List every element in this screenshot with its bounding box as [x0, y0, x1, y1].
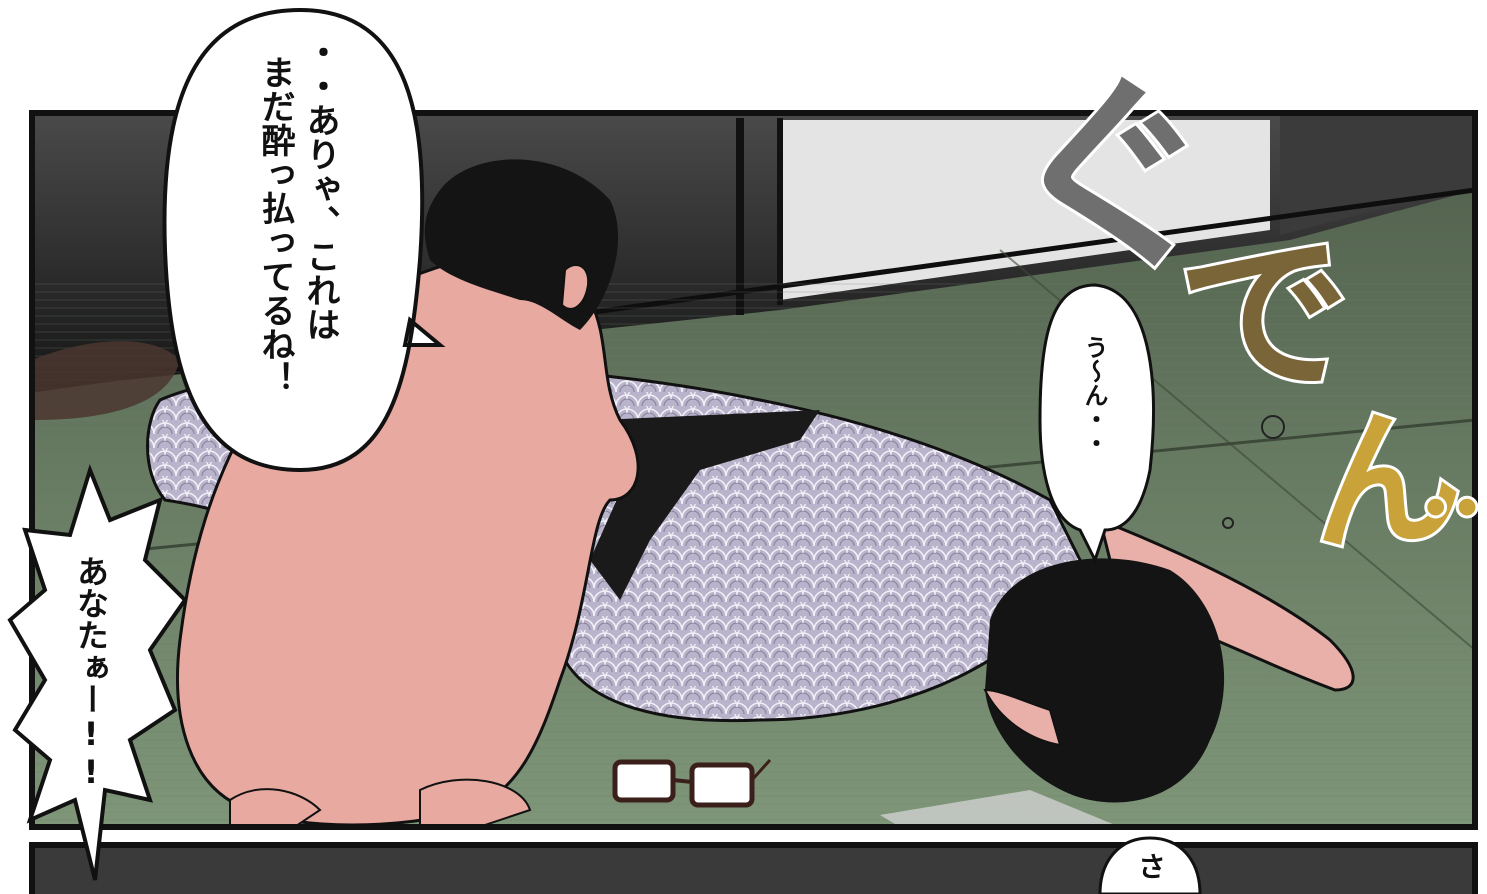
shout-balloon-wife [7, 463, 188, 881]
wife-shout-text: あなたぁー!! [72, 555, 110, 791]
next-panel-text: さ [1134, 852, 1167, 880]
speech-balloon-next [1098, 836, 1202, 894]
shoji-screen [780, 120, 1270, 300]
sound-effect-char-4: .. [1417, 427, 1486, 539]
husband-dialogue-col1: ・・ありゃ、これは [300, 35, 340, 341]
speech-balloon-husband [162, 7, 446, 473]
glasses [612, 758, 772, 808]
next-panel [29, 842, 1478, 894]
bubble-mark [1222, 517, 1234, 529]
husband-dialogue-col2: まだ酔っ払ってるね！ [255, 55, 295, 395]
panel-border [29, 110, 1478, 830]
speech-balloon-drunk [1038, 283, 1155, 564]
lying-man-arm [1097, 517, 1355, 692]
drunk-moan-text: う〜ん・・ [1080, 335, 1108, 455]
obi-belt [590, 410, 820, 600]
bubble-mark [1261, 415, 1285, 439]
